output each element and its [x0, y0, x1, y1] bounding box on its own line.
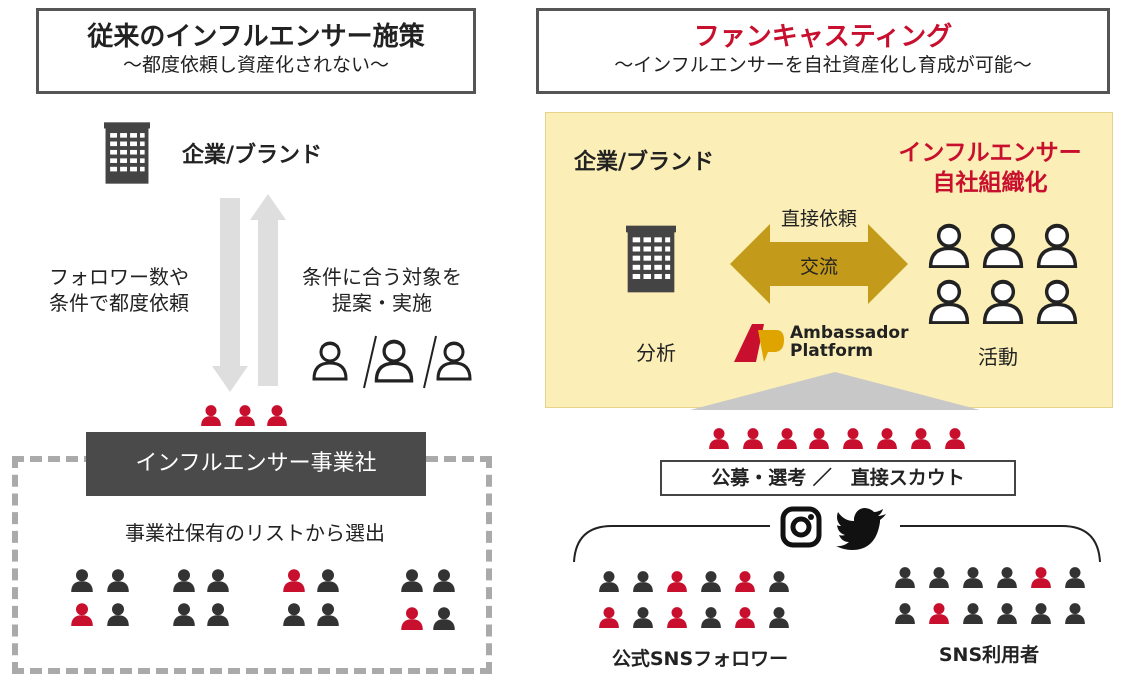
platform-line1: Ambassador [790, 323, 909, 343]
funnel-arrow [690, 372, 980, 410]
org-title: インフルエンサー 自社組織化 [880, 138, 1100, 198]
left-title: 従来のインフルエンサー施策 [87, 22, 425, 52]
users-grid [895, 567, 1085, 624]
building-icon [104, 122, 150, 184]
arrow-mid-label: 交流 [799, 256, 838, 278]
building-icon-right [626, 225, 676, 293]
recruited-people-row [709, 428, 965, 449]
down-arrow [212, 198, 248, 392]
influencer-group [928, 222, 1078, 324]
ambassador-logo [734, 324, 784, 362]
right-title: ファンキャスティング [693, 22, 953, 52]
left-subtitle: ～都度依頼し資産化されない～ [122, 54, 389, 76]
left-company-label: 企業/ブランド [182, 143, 323, 168]
right-subtitle: ～インフルエンサーを自社資産化し育成が可能～ [614, 54, 1032, 76]
analysis-label: 分析 [636, 341, 676, 365]
down-text-line2: 条件で都度依頼 [49, 291, 189, 315]
double-arrow [730, 224, 908, 304]
users-label: SNS利用者 [938, 644, 1040, 666]
recruit-label: 公募・選考 ／ 直接スカウト [711, 467, 965, 489]
down-text-line1: フォロワー数や [49, 265, 189, 289]
up-text-line1: 条件に合う対象を [302, 265, 462, 289]
recruit-box: 公募・選考 ／ 直接スカウト [660, 460, 1016, 496]
followers-grid [599, 571, 789, 628]
twitter-icon [836, 508, 886, 550]
org-title-line2: 自社組織化 [932, 170, 1048, 196]
up-arrow [250, 194, 286, 386]
arrow-top-label: 直接依頼 [780, 208, 857, 230]
agency-label-box: インフルエンサー事業社 [86, 432, 426, 496]
activity-label: 活動 [978, 345, 1018, 369]
platform-text: Ambassador Platform [790, 324, 908, 360]
right-company-label: 企業/ブランド [574, 150, 715, 175]
up-text: 条件に合う対象を 提案・実施 [284, 264, 480, 316]
instagram-icon [780, 506, 822, 548]
down-text: フォロワー数や 条件で都度依頼 [24, 264, 214, 316]
agency-label: インフルエンサー事業社 [135, 451, 377, 476]
agency-people-grid [71, 569, 455, 630]
followers-label: 公式SNSフォロワー [611, 648, 789, 670]
left-title-box: 従来のインフルエンサー施策 ～都度依頼し資産化されない～ [36, 8, 476, 94]
org-title-line1: インフルエンサー [898, 140, 1082, 166]
up-text-line2: 提案・実施 [332, 291, 432, 315]
right-title-box: ファンキャスティング ～インフルエンサーを自社資産化し育成が可能～ [536, 8, 1110, 94]
platform-line2: Platform [790, 341, 874, 361]
proposed-influencers [312, 335, 472, 389]
list-caption: 事業社保有のリストから選出 [125, 521, 385, 545]
agency-red-people [201, 405, 287, 426]
